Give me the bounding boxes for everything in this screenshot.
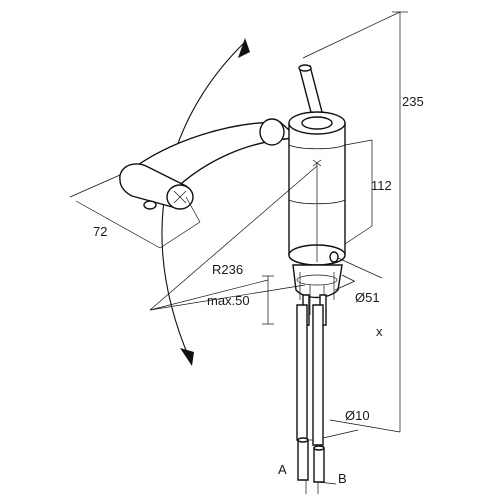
- radius-dimension: [149, 165, 318, 325]
- body-height-dimension: [344, 139, 373, 245]
- supply-pipes: [296, 304, 337, 494]
- faucet-body: [288, 111, 346, 266]
- label-max-thickness: max.50: [207, 293, 250, 308]
- label-swing-radius: R236: [212, 262, 243, 277]
- arc-arrow-top: [238, 38, 250, 58]
- arc-arrow-bottom: [180, 348, 194, 366]
- handle-width-dimension: [69, 174, 201, 249]
- body-diameter-dimension: [334, 257, 383, 291]
- label-connection-b: B: [338, 471, 347, 486]
- label-handle-width: 72: [93, 224, 107, 239]
- label-pipe-diameter: Ø10: [345, 408, 370, 423]
- pipe-diameter-dimension: [307, 429, 359, 441]
- lever-handle: [119, 118, 300, 210]
- lever-stem: [298, 64, 323, 117]
- label-connection-a: A: [278, 462, 287, 477]
- label-height-total: 235: [402, 94, 424, 109]
- label-pipe-length: x: [376, 324, 383, 339]
- height-dimension: [302, 11, 408, 433]
- label-body-diameter: Ø51: [355, 290, 380, 305]
- label-height-body: 112: [371, 178, 392, 193]
